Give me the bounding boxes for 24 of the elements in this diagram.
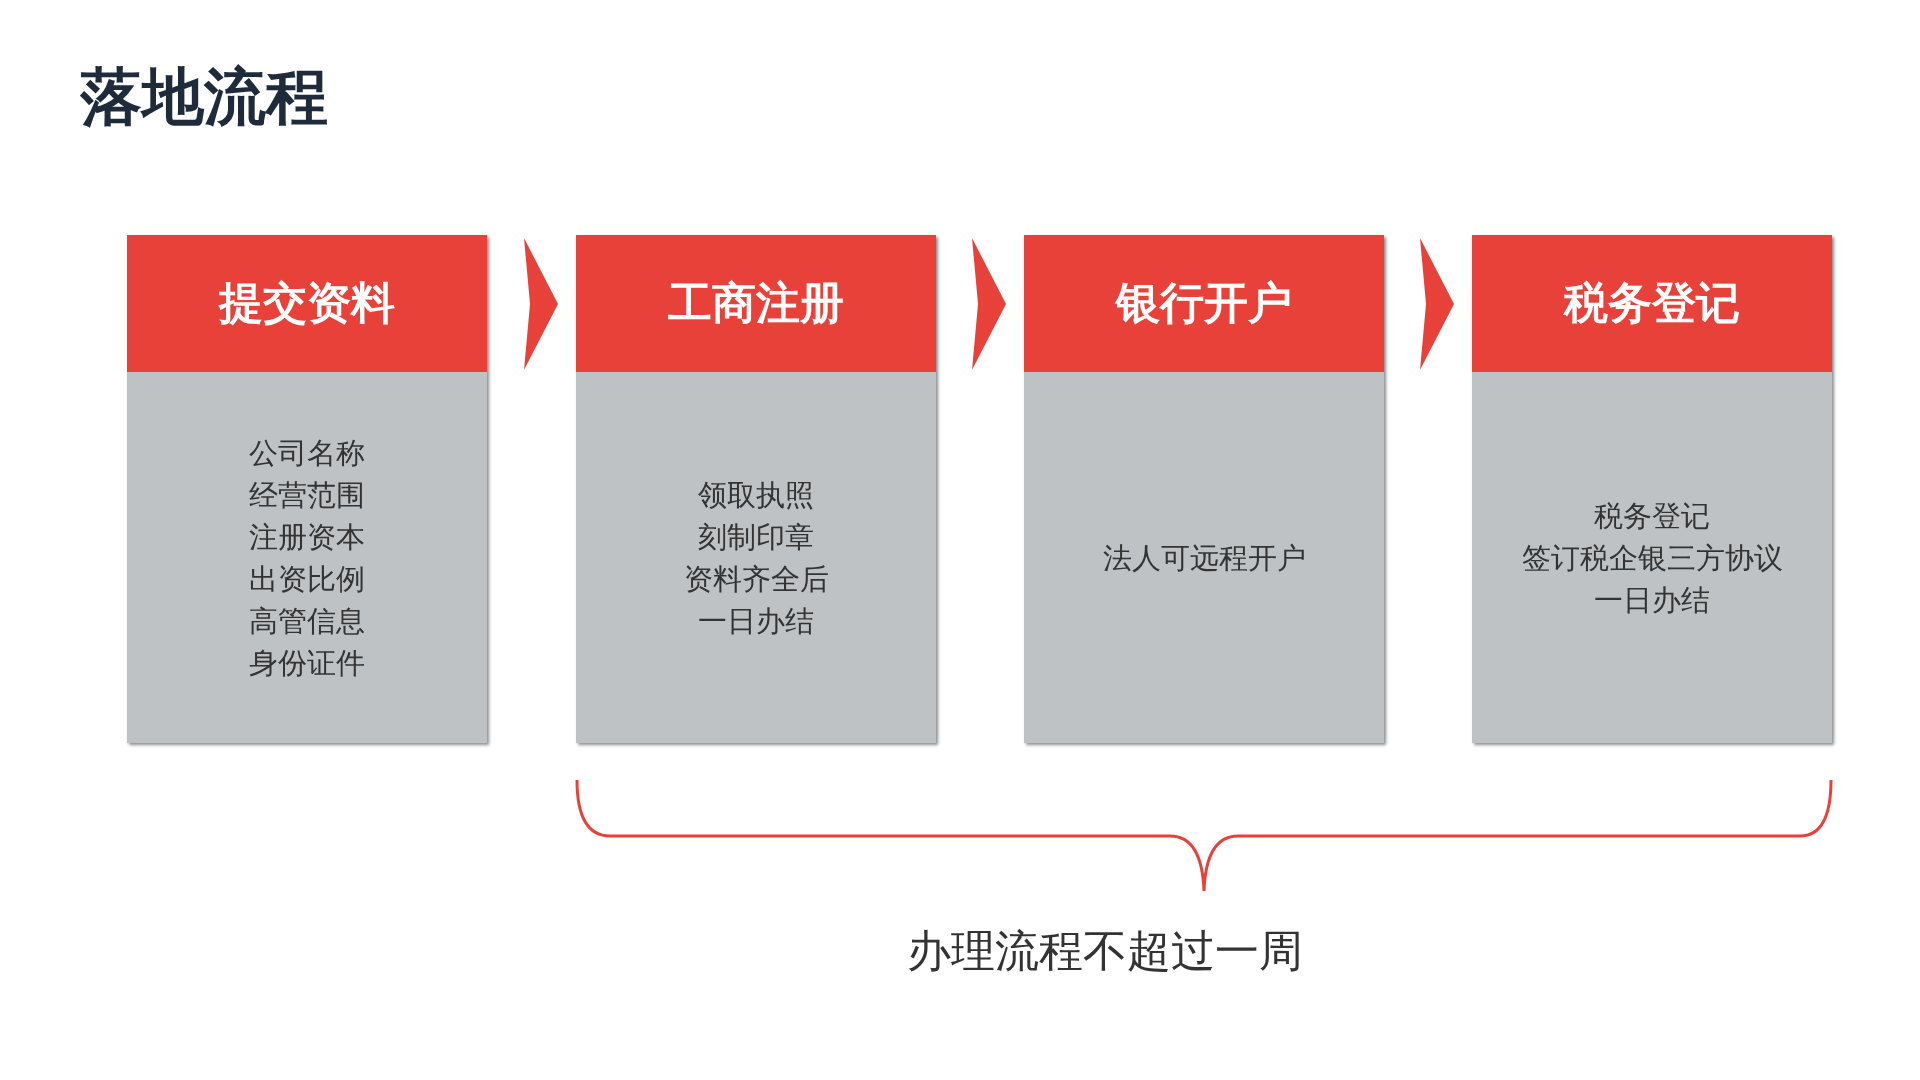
step-item: 经营范围 <box>249 476 365 514</box>
step-item: 税务登记 <box>1594 497 1710 535</box>
card-header: 工商注册 <box>576 235 936 372</box>
step-item: 法人可远程开户 <box>1102 539 1306 577</box>
step-item: 领取执照 <box>698 476 814 514</box>
card-header: 税务登记 <box>1472 235 1832 372</box>
page-title: 落地流程 <box>80 59 328 135</box>
step-item: 公司名称 <box>249 434 365 472</box>
card-header: 银行开户 <box>1024 235 1384 372</box>
process-card <box>1024 235 1384 743</box>
step-item: 资料齐全后 <box>683 560 829 598</box>
step-item: 刻制印章 <box>698 518 814 556</box>
process-card <box>127 235 487 743</box>
note-text: 办理流程不超过一周 <box>906 925 1303 976</box>
step-item: 出资比例 <box>249 560 365 598</box>
process-card <box>1472 235 1832 743</box>
card-header: 提交资料 <box>127 235 487 372</box>
step-item: 一日办结 <box>698 602 814 640</box>
step-item: 身份证件 <box>249 644 365 682</box>
process-card <box>576 235 936 743</box>
step-item: 注册资本 <box>249 518 365 556</box>
step-item: 签订税企银三方协议 <box>1521 539 1783 577</box>
step-item: 高管信息 <box>249 602 365 640</box>
step-item: 一日办结 <box>1594 581 1710 619</box>
